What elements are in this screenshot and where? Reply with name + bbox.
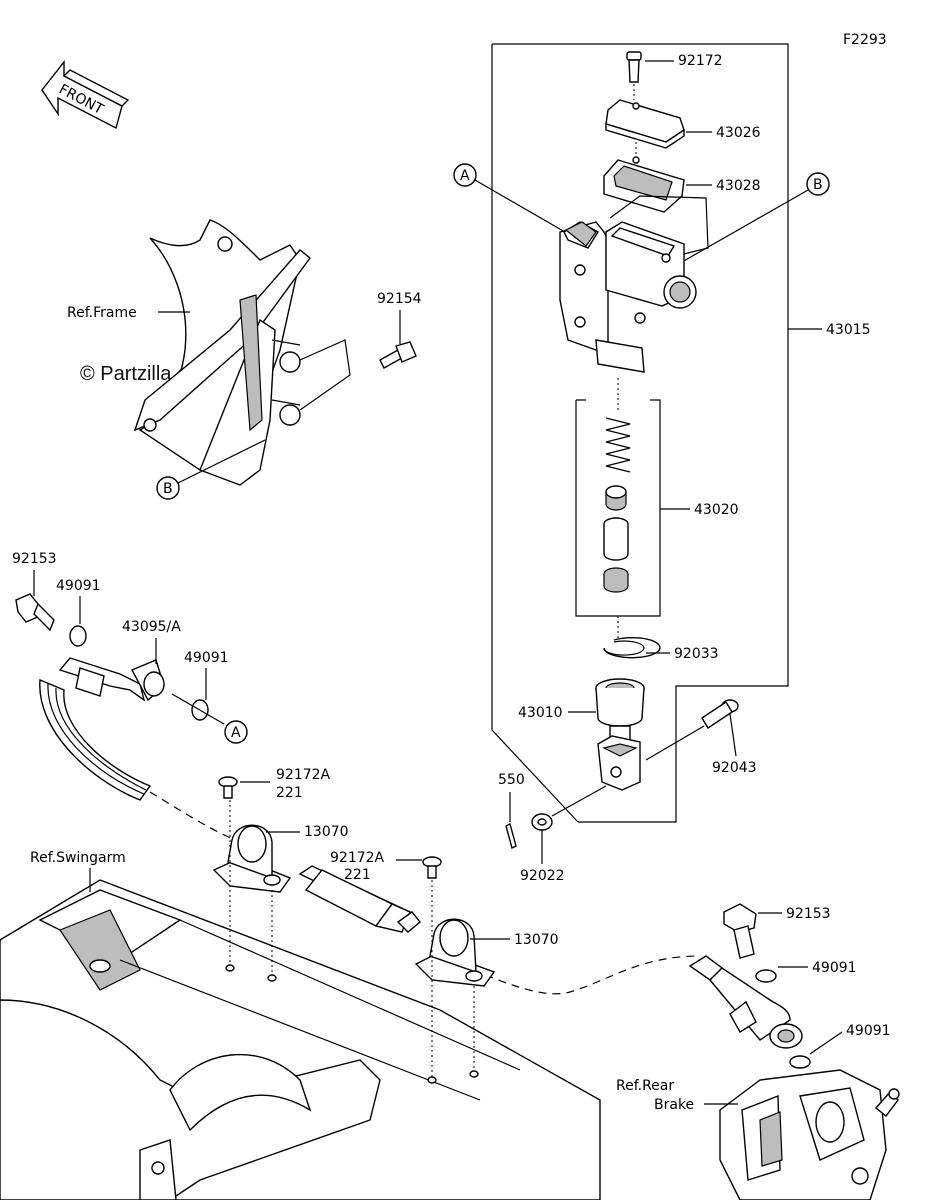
part-92043-label: 92043 <box>712 760 757 776</box>
ref-swingarm-label: Ref.Swingarm <box>30 850 126 866</box>
part-49091-a-label: 49091 <box>56 578 101 594</box>
spring <box>605 417 631 473</box>
part-92022-label: 92022 <box>520 868 565 884</box>
ref-frame-label: Ref.Frame <box>67 305 137 321</box>
part-221-1-label: 221 <box>276 785 303 801</box>
banjo-bolt-92153-top <box>15 593 55 632</box>
cap-43026 <box>605 99 685 149</box>
part-92033-label: 92033 <box>674 646 719 662</box>
svg-text:B: B <box>813 177 823 193</box>
bolt-92154 <box>379 341 417 369</box>
diaphragm-43028 <box>603 156 685 213</box>
part-43026-label: 43026 <box>716 125 761 141</box>
part-43015-label: 43015 <box>826 322 871 338</box>
hose-guide-13070-1 <box>212 824 292 893</box>
washer-92022 <box>531 813 553 831</box>
hose-sleeve <box>298 865 421 933</box>
part-221-2-label: 221 <box>344 867 371 883</box>
svg-text:A: A <box>231 725 241 741</box>
brake-caliper-drawing <box>719 1069 900 1200</box>
diagram-code: F2293 <box>843 32 887 48</box>
front-arrow-icon: FRONT <box>41 59 130 130</box>
part-92153-top-label: 92153 <box>12 551 57 567</box>
callout-b-top: B <box>681 172 830 263</box>
part-43095A-label: 43095/A <box>122 619 181 635</box>
screw-92172 <box>626 51 642 83</box>
part-550-label: 550 <box>498 772 525 788</box>
pin-92043 <box>701 699 739 729</box>
part-49091-d-label: 49091 <box>846 1023 891 1039</box>
frame-drawing <box>133 219 311 486</box>
ref-brake-label: Brake <box>654 1097 694 1113</box>
hose-guide-13070-2 <box>414 918 496 987</box>
brake-hose-end <box>688 955 803 1049</box>
piston <box>603 517 629 561</box>
svg-text:B: B <box>163 481 173 497</box>
washer-49091-c <box>755 969 777 983</box>
master-cylinder-body <box>559 221 697 373</box>
swingarm-drawing <box>0 879 601 1200</box>
part-92172A-2-label: 92172A <box>330 850 385 866</box>
part-92153-bottom-label: 92153 <box>786 906 831 922</box>
part-43028-label: 43028 <box>716 178 761 194</box>
callout-b-frame: B <box>156 439 266 500</box>
part-92154-label: 92154 <box>377 291 422 307</box>
primary-seal <box>605 485 627 511</box>
brake-hose-43095A <box>39 657 165 801</box>
screw-92172A-2 <box>422 856 442 879</box>
callout-a-hose: A <box>224 720 248 744</box>
cotter-pin-550 <box>505 822 517 850</box>
circlip-92033 <box>603 636 661 659</box>
screw-92172A-1 <box>218 776 238 799</box>
part-92172A-1-label: 92172A <box>276 767 331 783</box>
svg-text:A: A <box>460 168 470 184</box>
washer-49091-d <box>789 1055 811 1069</box>
part-49091-b-label: 49091 <box>184 650 229 666</box>
part-49091-c-label: 49091 <box>812 960 857 976</box>
washer-49091-a <box>69 625 87 647</box>
ref-rear-label: Ref.Rear <box>616 1078 674 1094</box>
secondary-seal <box>603 567 629 593</box>
part-43020-label: 43020 <box>694 502 739 518</box>
push-rod-43010 <box>595 678 645 791</box>
callout-a-top: A <box>453 163 566 233</box>
part-43010-label: 43010 <box>518 705 563 721</box>
part-13070-1-label: 13070 <box>304 824 349 840</box>
banjo-bolt-92153-bottom <box>723 903 757 959</box>
part-92172-label: 92172 <box>678 53 723 69</box>
part-13070-2-label: 13070 <box>514 932 559 948</box>
